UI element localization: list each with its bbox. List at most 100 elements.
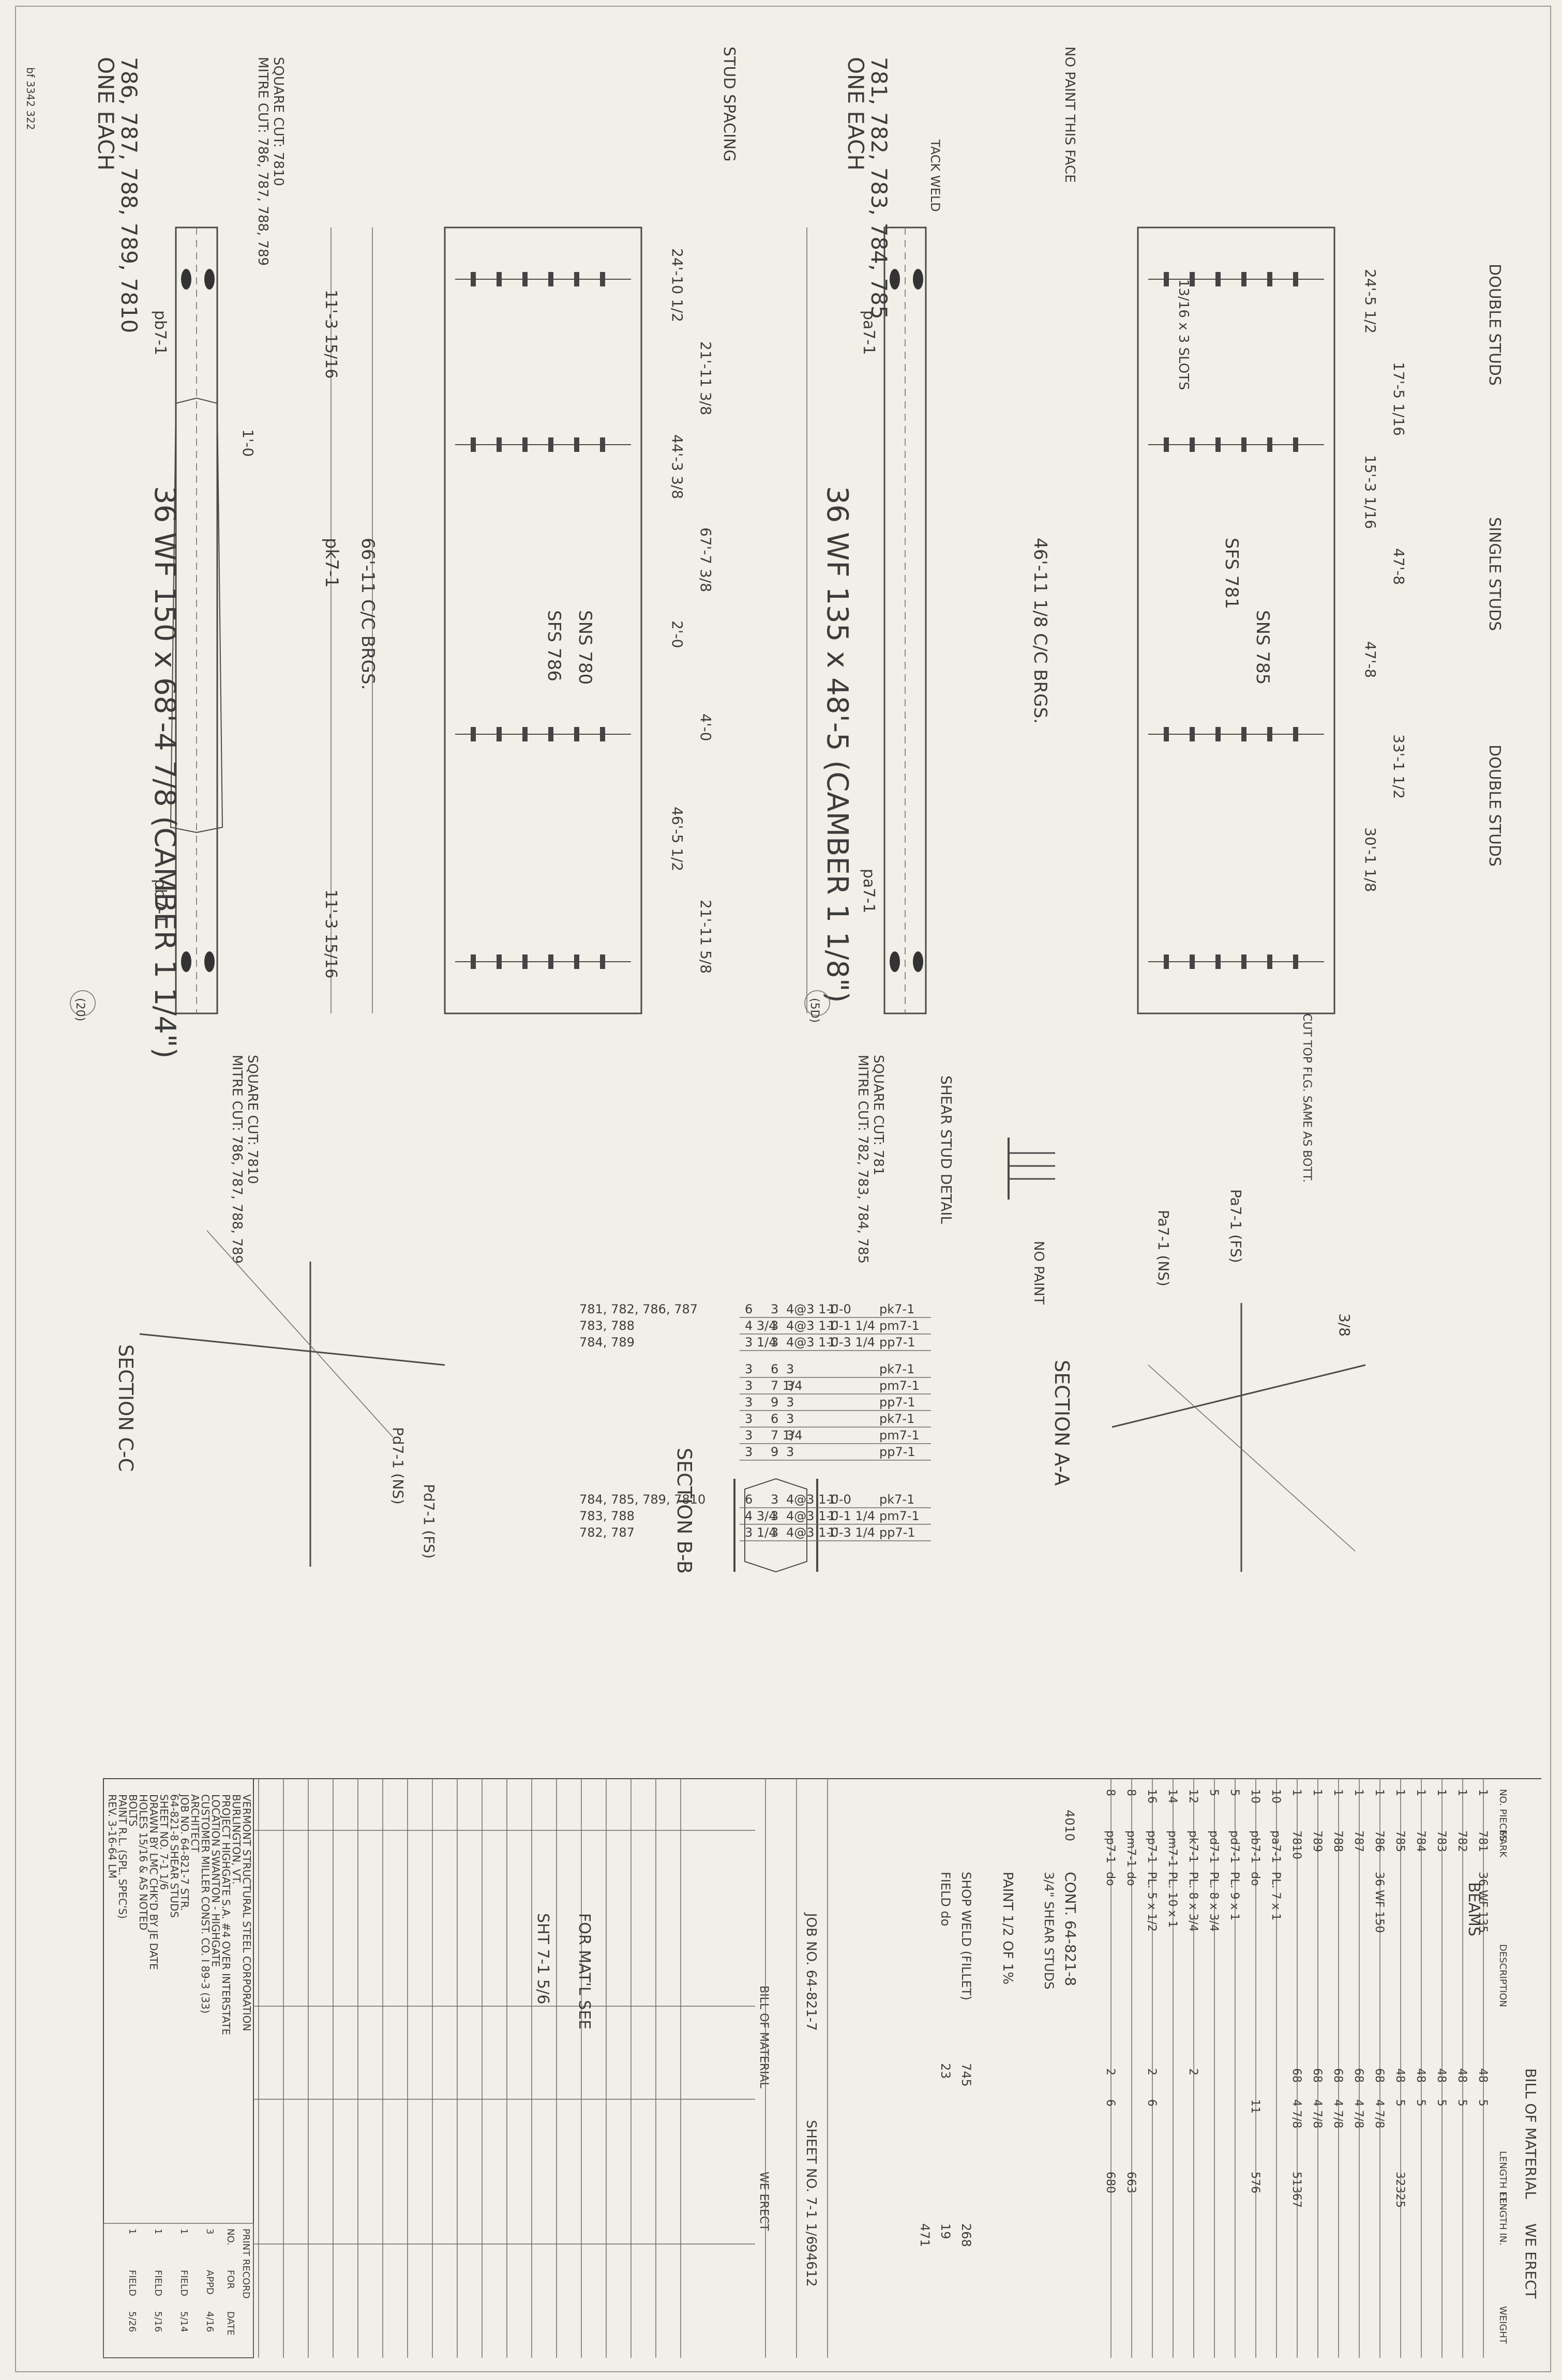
bom-job-no: JOB NO. 64-821-7 xyxy=(803,1912,819,2031)
bom-cell: 12 xyxy=(1186,1789,1199,1803)
bom-cell: 1 xyxy=(1331,1789,1344,1796)
bom-header: LENGTH IN. xyxy=(1497,2192,1508,2246)
bom-cell: 783 xyxy=(1435,1830,1448,1852)
title-field: 64-821-8 SHEAR STUDS xyxy=(168,1794,181,1918)
title-field: PROJECT HIGHGATE S.A. #4 OVER INTERSTATE xyxy=(220,1794,232,2035)
beam2-single-studs: SINGLE STUDS xyxy=(1485,517,1504,631)
beam2-flange-plan xyxy=(1137,226,1335,1014)
bom-cell: 1 xyxy=(1414,1789,1427,1796)
beam1-slot-top-a xyxy=(181,269,191,290)
bom-cell: 1 xyxy=(1290,1789,1303,1796)
bom-cell: 14 xyxy=(1166,1789,1179,1803)
stud-mark xyxy=(1215,954,1221,969)
beam1-elevation: 36 WF 150 x 68'-4 7/8 (CAMBER 1 1/4") ON… xyxy=(70,47,738,1264)
length-dim: 24'-10 1/2 xyxy=(669,248,686,322)
print-record-col: FOR xyxy=(225,2270,236,2289)
stud-mark xyxy=(1190,272,1195,286)
print-record-box xyxy=(103,2223,254,2358)
bom-cell: 48 xyxy=(1414,2068,1427,2083)
stud-mark xyxy=(600,437,605,452)
beam1-marks: 786, 787, 788, 789, 7810 xyxy=(116,57,142,333)
bom-cell: 781 xyxy=(1476,1830,1489,1852)
bom-cell: 1 xyxy=(1476,1789,1489,1796)
title-field: REV. 3-16-64 LM xyxy=(106,1794,118,1878)
print-record-cell: 5/16 xyxy=(153,2311,163,2332)
bom-cell: 48 xyxy=(1435,2068,1448,2083)
beam1-length-dims: 24'-10 1/221'-11 3/844'-3 3/867'-7 3/82'… xyxy=(669,248,714,974)
stud-mark xyxy=(1293,954,1298,969)
bom-cell: pd7-1 xyxy=(1228,1830,1241,1863)
bom-cell: pp7-1 xyxy=(1104,1830,1117,1863)
bom-cell: 48 xyxy=(1476,2068,1489,2083)
bb-cell: 781, 782, 786, 787 xyxy=(579,1302,698,1316)
bom-cell: 11 xyxy=(1249,2099,1261,2114)
print-record-label: PRINT RECORD xyxy=(241,2229,251,2299)
length-dim: 24'-5 1/2 xyxy=(1362,269,1379,333)
stud-mark xyxy=(1164,727,1169,741)
section-aa-slope-label: 3/8 xyxy=(1336,1313,1353,1337)
bb-cell: 7 1/4 xyxy=(771,1428,803,1443)
beam1-plate-top: pb7-1 xyxy=(151,310,169,355)
bb-cell: pm7-1 xyxy=(879,1509,920,1523)
bom-cell: 663 xyxy=(1124,2172,1137,2193)
bb-cell: 6 xyxy=(745,1302,753,1316)
bom-cell: PL. 7 x 1 xyxy=(1269,1872,1282,1921)
stud-mark xyxy=(497,954,502,969)
title-block: VERMONT STRUCTURAL STEEL CORPORATIONBURL… xyxy=(103,1778,1541,2358)
section-cc-pd-ns: Pd7-1 (NS) xyxy=(389,1427,407,1505)
bom-cell: 6 xyxy=(1145,2099,1158,2106)
stud-mark xyxy=(522,954,528,969)
bom-cell: 4 7/8 xyxy=(1290,2099,1303,2128)
print-record-cell: FIELD xyxy=(178,2270,189,2296)
bom-cell: do xyxy=(1124,1872,1137,1886)
bb-cell: 1'-1 1/4 xyxy=(828,1509,875,1523)
bom-cell: pk7-1 xyxy=(1186,1830,1199,1863)
bb-cell: 3 xyxy=(786,1428,794,1443)
bom-header: MARK xyxy=(1497,1830,1508,1858)
bb-cell: 3 xyxy=(771,1492,778,1507)
beam1-miter-cut: MITRE CUT: 786, 787, 788, 789 xyxy=(255,57,271,266)
bb-cell: pk7-1 xyxy=(879,1412,914,1426)
beam1-span-1: 11'-3 15/16 xyxy=(322,290,340,378)
beam1-brgs: 66'-11 C/C BRGS. xyxy=(357,538,378,690)
bom-header: WEIGHT xyxy=(1497,2306,1508,2344)
stud-mark xyxy=(1164,954,1169,969)
title-field: BURLINGTON, VT. xyxy=(230,1794,243,1885)
title-field: HOLES 15/16 & AS NOTED xyxy=(137,1794,149,1930)
bb-cell: 6 xyxy=(771,1362,778,1376)
bom-header: NO. PIECES xyxy=(1497,1789,1508,1841)
bb-cell: pp7-1 xyxy=(879,1335,915,1350)
title-field: ARCHITECT xyxy=(189,1794,201,1853)
bom-cell: 36 WF 135 xyxy=(1476,1872,1489,1933)
bb-cell: 3 xyxy=(786,1445,794,1459)
stud-mark xyxy=(1164,272,1169,286)
title-field: CUSTOMER MILLER CONST. CO. I 89-3 (33) xyxy=(199,1794,212,2013)
bom-cell: PL. 5 x 1/2 xyxy=(1145,1872,1158,1932)
section-bb-label: SECTION B-B xyxy=(673,1448,696,1574)
bom-cell: do xyxy=(1104,1872,1117,1886)
section-cc-label: SECTION C-C xyxy=(114,1344,137,1472)
beam2-sns: SNS 785 xyxy=(1252,610,1273,685)
beam2-double-studs-a: DOUBLE STUDS xyxy=(1485,264,1504,386)
bom-total: 268 xyxy=(959,2223,973,2247)
bom-cell: PL. 8 x 3/4 xyxy=(1207,1872,1220,1932)
bom-cell: 782 xyxy=(1455,1830,1468,1852)
corner-code: bf 3342 322 xyxy=(24,67,37,130)
bom-cell: 51367 xyxy=(1290,2172,1303,2208)
bb-cell: 4@3 1-0 xyxy=(786,1525,838,1540)
stud-mark xyxy=(1164,437,1169,452)
beam2-tack-weld: TACK WELD xyxy=(928,139,942,212)
beam1-section-tag-circle xyxy=(70,990,96,1016)
bom-shear-studs: 3/4" SHEAR STUDS xyxy=(1042,1872,1056,1990)
beam2-sfs: SFS 781 xyxy=(1221,538,1242,609)
stud-mark xyxy=(522,727,528,741)
beam2-square-cut: SQUARE CUT: 781 xyxy=(870,1055,886,1175)
bb-cell: 4 3/4 xyxy=(745,1509,777,1523)
stud-mark xyxy=(1267,437,1272,452)
beam1-square-cut-end: SQUARE CUT: 7810 xyxy=(245,1055,260,1184)
length-dim: 21'-11 5/8 xyxy=(697,900,714,974)
print-record-col: DATE xyxy=(225,2311,236,2336)
bb-cell: 3 xyxy=(745,1378,753,1393)
bb-cell: 3 xyxy=(745,1428,753,1443)
stud-mark xyxy=(1241,272,1246,286)
